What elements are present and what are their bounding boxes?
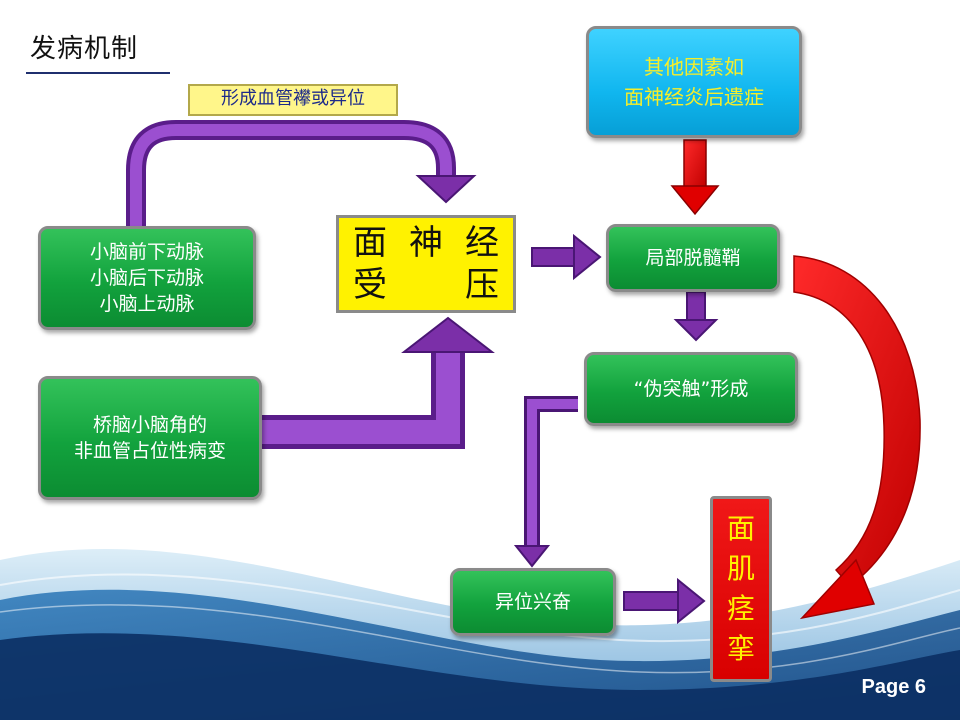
ectopic-text: 异位兴奋 [494, 591, 571, 613]
other-factors-line: 其他因素如 [644, 55, 744, 79]
other-factors-line: 面神经炎后遗症 [624, 85, 764, 109]
title-underline [26, 72, 170, 74]
pseudo-synapse-text: “伪突触”形成 [633, 378, 749, 400]
box-facial-nerve-compression: 面 神 经 受 压 [336, 215, 516, 313]
compression-char: 经 [465, 223, 499, 263]
compression-row-2: 受 压 [353, 264, 499, 306]
box-cerebellar-arteries: 小脑前下动脉 小脑后下动脉 小脑上动脉 [38, 226, 256, 330]
spasm-char: 面 [726, 512, 755, 545]
page-title: 发病机制 [30, 34, 139, 64]
compression-char: 受 [353, 265, 387, 305]
artery-line: 小脑前下动脉 [89, 241, 204, 263]
box-pseudo-synapse: “伪突触”形成 [584, 352, 798, 426]
artery-line: 小脑上动脉 [99, 293, 195, 315]
vessel-loop-label-text: 形成血管襻或异位 [221, 88, 365, 109]
box-cp-angle-lesion: 桥脑小脑角的 非血管占位性病变 [38, 376, 262, 500]
spasm-char: 挛 [726, 632, 755, 665]
spasm-char: 肌 [726, 552, 755, 585]
box-other-factors: 其他因素如 面神经炎后遗症 [586, 26, 802, 138]
box-facial-spasm: 面 肌 痉 挛 [710, 496, 772, 682]
artery-line: 小脑后下动脉 [89, 267, 204, 289]
compression-char: 面 [353, 223, 387, 263]
compression-row-1: 面 神 经 [353, 222, 499, 264]
spasm-char: 痉 [726, 592, 755, 625]
box-demyelination: 局部脱髓鞘 [606, 224, 780, 292]
page-number: Page 6 [861, 676, 926, 698]
lesion-line: 非血管占位性病变 [73, 440, 226, 462]
compression-char: 压 [465, 265, 499, 305]
box-ectopic-excitation: 异位兴奋 [450, 568, 616, 636]
demyelination-text: 局部脱髓鞘 [645, 247, 741, 269]
vessel-loop-label: 形成血管襻或异位 [188, 84, 398, 116]
lesion-line: 桥脑小脑角的 [92, 414, 207, 436]
compression-char: 神 [409, 223, 443, 263]
